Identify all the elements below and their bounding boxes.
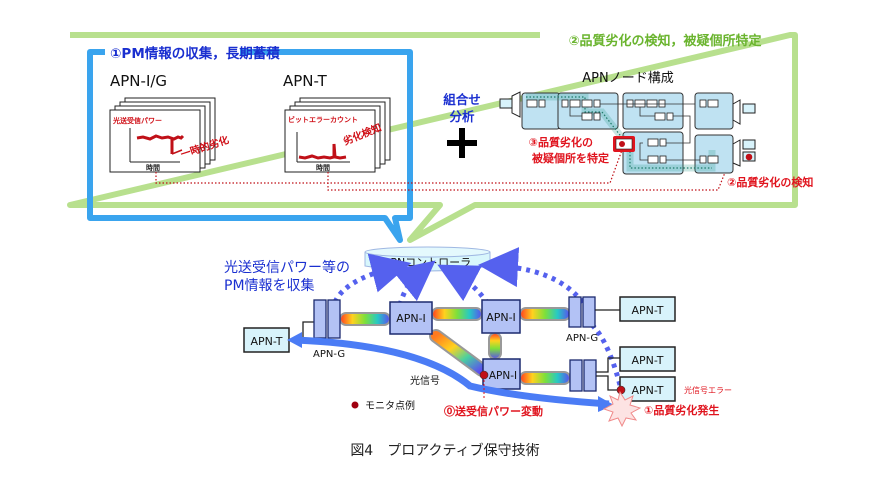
node-config-title: APNノード構成 xyxy=(582,71,673,86)
node-apn-t-right-3-label: APN-T xyxy=(631,384,663,397)
monitor-legend-dot xyxy=(351,401,359,409)
card-label-apn-ig: APN-I/G xyxy=(110,72,167,90)
node-apn-i-1[interactable] xyxy=(389,301,433,335)
node-apn-t-right-1[interactable] xyxy=(619,296,676,322)
node-apn-t-left[interactable] xyxy=(243,327,290,353)
x-axis-label-ber: 時間 xyxy=(316,163,330,172)
x-axis-label-power: 時間 xyxy=(146,163,160,172)
optical-signal-label: 光信号 xyxy=(410,374,440,387)
node-apn-i-2-label: APN-I xyxy=(486,311,516,324)
plus-icon xyxy=(447,128,477,158)
node-apn-g-lower[interactable] xyxy=(569,359,597,392)
collect-label-line1: 光送受信パワー等の xyxy=(224,259,350,276)
collect-label-line2: PM情報を収集 xyxy=(224,277,315,294)
optical-error-label: 光信号エラー xyxy=(684,385,732,395)
link-line-power xyxy=(155,149,623,184)
panel-title-collection: ①PM情報の収集，長期蓄積 xyxy=(110,45,280,62)
degradation-occurs-label: ①品質劣化発生 xyxy=(644,403,719,417)
detect-label: ②品質劣化の検知 xyxy=(727,175,813,189)
node-apn-g-left[interactable] xyxy=(313,299,341,339)
power-change-label: ⓪送受信パワー変動 xyxy=(444,404,543,418)
optical-signal-arrow xyxy=(294,336,610,408)
node-apn-g-right[interactable] xyxy=(568,296,596,328)
power-trace xyxy=(136,134,185,154)
green-frame xyxy=(67,32,798,243)
chart-title-ber: ビットエラーカウント xyxy=(288,115,358,124)
card-label-apn-t: APN-T xyxy=(283,72,328,90)
node-apn-i-3-label: APN-I xyxy=(489,370,517,382)
chart-card-stack-power xyxy=(109,97,216,173)
suspect-label-line1: ③品質劣化の xyxy=(529,135,593,149)
node-config-diagram xyxy=(499,91,756,175)
node-apn-i-1-label: APN-I xyxy=(396,312,426,325)
monitor-point xyxy=(479,370,489,380)
node-apn-g-right-label: APN-G xyxy=(566,333,598,344)
node-apn-t-right-2[interactable] xyxy=(619,346,676,372)
node-apn-t-right-2-label: APN-T xyxy=(631,354,663,367)
node-apn-g-left-label: APN-G xyxy=(313,349,345,360)
suspect-label-line2: 被疑個所を特定 xyxy=(532,151,609,165)
node-apn-t-right-1-label: APN-T xyxy=(631,304,663,317)
node-apn-t-left-label: APN-T xyxy=(250,335,282,348)
link-line-ber xyxy=(327,159,731,191)
monitor-legend-label: モニタ点例 xyxy=(365,399,415,412)
chart-card-stack-ber xyxy=(284,97,391,173)
figure-caption: 図4 プロアクティブ保守技術 xyxy=(350,442,539,459)
ber-trace xyxy=(298,143,347,160)
node-apn-i-2[interactable] xyxy=(481,299,521,334)
combine-label-line1: 組合せ xyxy=(443,92,481,107)
combine-label-line2: 分析 xyxy=(449,109,475,124)
chart-title-power: 光送受信パワー xyxy=(112,116,162,125)
optical-fibers xyxy=(339,307,571,385)
controller-label: APNコントローラ xyxy=(383,256,471,269)
blue-frame xyxy=(87,49,413,243)
error-burst-icon xyxy=(602,390,642,428)
panel-title-detection: ②品質劣化の検知，被疑個所特定 xyxy=(568,33,761,49)
